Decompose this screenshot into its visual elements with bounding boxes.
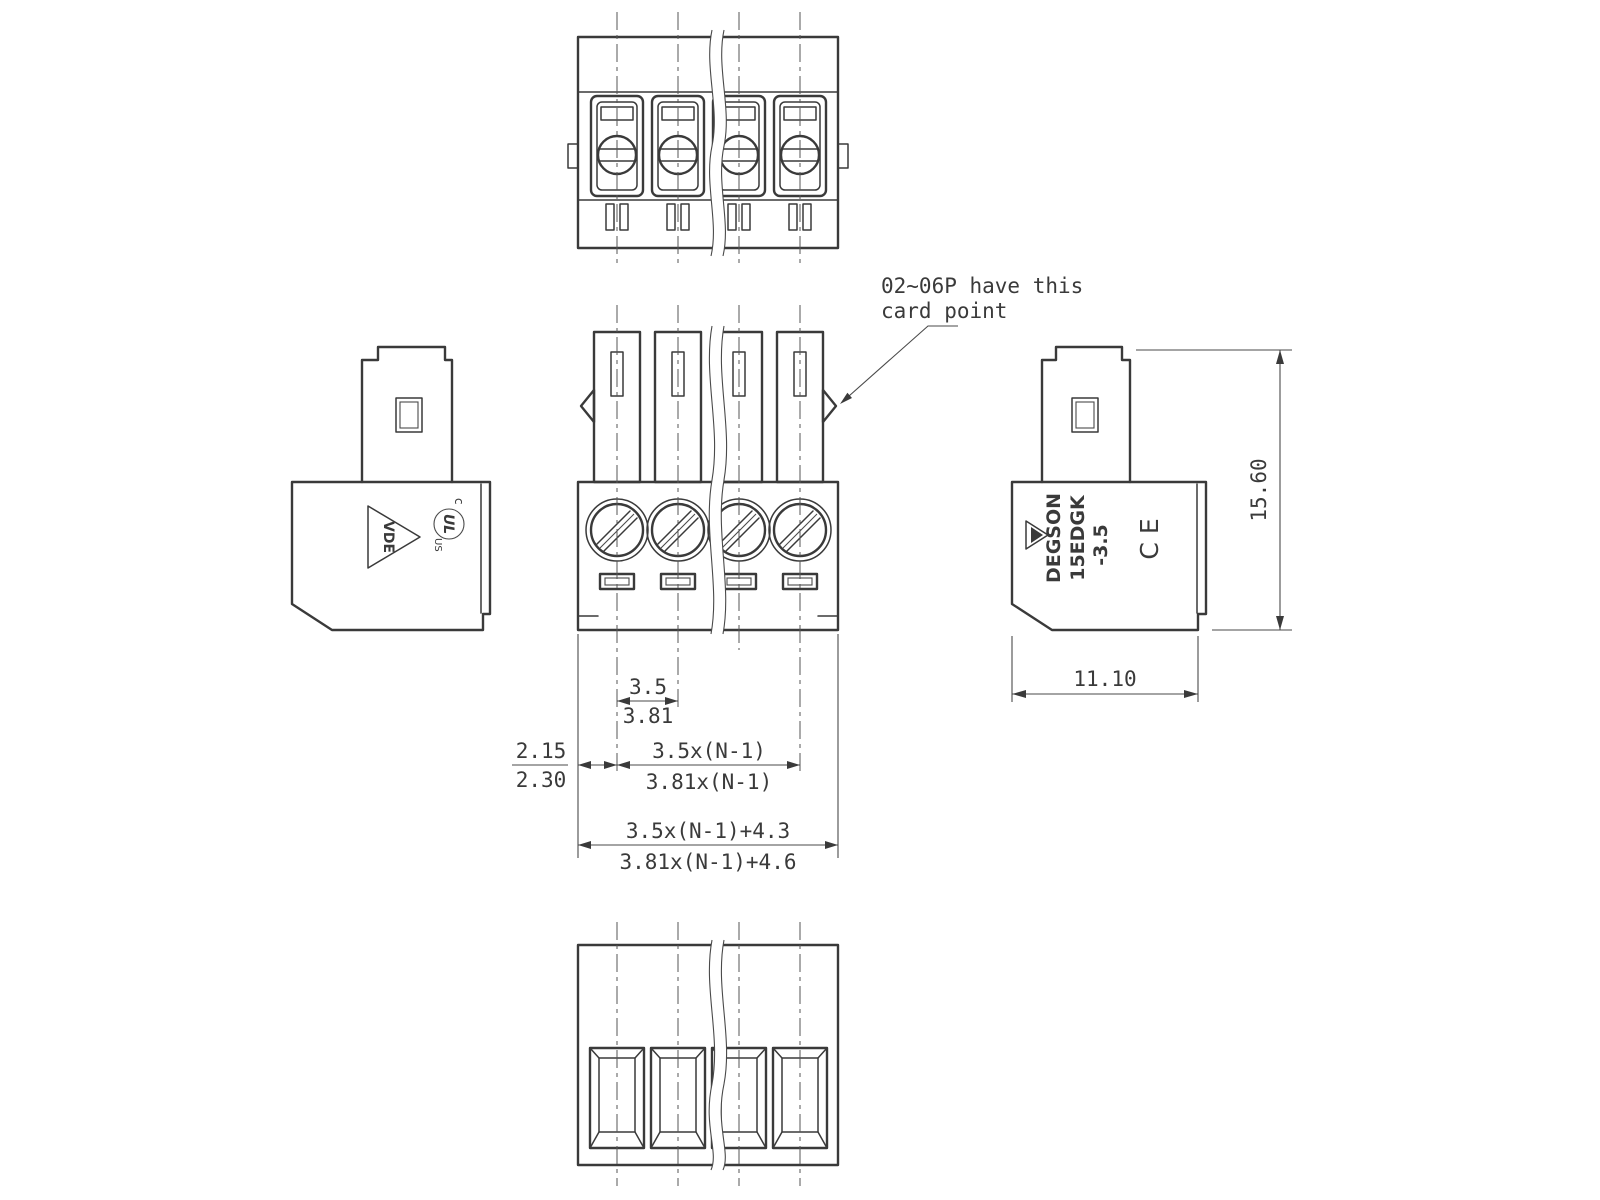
dim-height: 15.60 [1136,349,1292,631]
degson-logo-icon [1025,520,1049,550]
break-line [708,939,716,1171]
ul-mark-icon: UL c US [432,498,466,552]
latch-window [395,397,423,433]
span-text: 3.5x(N-1) [652,739,766,763]
annotation-card-point: 02~06P have this card point [840,274,1083,404]
edge-offset-alt-text: 2.30 [516,768,567,792]
edge-offset-text: 2.15 [516,739,567,763]
left-body-outline [290,480,492,632]
dim-pitch: 3.5 3.81 [617,675,678,728]
pitch-alt-text: 3.81 [623,704,674,728]
leader-line [848,325,958,397]
break-line [720,939,728,1171]
right-tower-outline [1040,345,1132,484]
overall-alt-text: 3.81x(N-1)+4.6 [619,850,796,874]
card-point-left [579,388,596,424]
latch-window [1071,397,1099,433]
ul-us-label: US [432,538,443,552]
dim-depth: 11.10 [1011,636,1199,702]
pitch-text: 3.5 [629,675,667,699]
dim-span: 3.5x(N-1) 3.81x(N-1) [617,739,800,794]
break-line [720,325,728,635]
left-side-view: VDE UL c US [290,345,492,632]
annotation-line1: 02~06P have this [881,274,1083,298]
dim-edge-offset: 2.15 2.30 [512,739,617,792]
break-line [721,29,727,257]
side-tab-left [567,143,579,169]
ul-label: UL [440,514,456,534]
right-side-view: DEGSON 15EDGK -3.5 CE [1010,345,1208,632]
span-alt-text: 3.81x(N-1) [646,770,772,794]
leader-arrow [840,392,852,404]
vde-label: VDE [380,521,396,553]
ce-mark: CE [1135,510,1164,559]
overall-text: 3.5x(N-1)+4.3 [626,819,790,843]
top-view-outline [576,35,840,250]
annotation-line2: card point [881,299,1007,323]
front-body-outline [576,480,840,632]
side-tab-right [837,143,849,169]
height-dim-text: 15.60 [1247,458,1271,521]
card-point-right [821,388,838,424]
front-dimensions: 3.5 3.81 2.15 2.30 3.5x(N-1) 3.81x(N-1) … [512,634,839,874]
break-line [708,325,716,635]
model-suffix-label: -3.5 [1090,524,1112,566]
ul-c-label: c [452,498,466,505]
top-view [567,12,849,266]
bottom-view [576,922,840,1186]
front-view [576,305,840,772]
brand-label: DEGSON [1043,493,1065,583]
break-line [709,29,715,257]
model-label: 15EDGK [1067,494,1089,581]
depth-dim-text: 11.10 [1073,667,1136,691]
dim-overall: 3.5x(N-1)+4.3 3.81x(N-1)+4.6 [578,819,838,874]
right-body-outline [1010,480,1208,632]
bottom-view-outline [576,943,840,1167]
vde-triangle-icon [367,505,421,569]
left-tower-outline [360,345,454,484]
